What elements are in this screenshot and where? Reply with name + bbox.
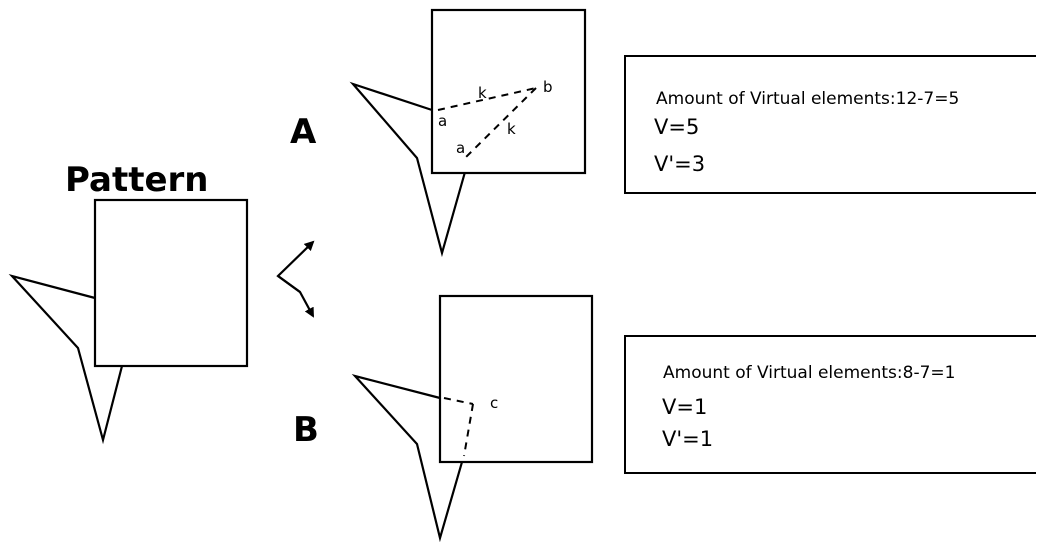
- case-b-square: [438, 294, 594, 464]
- arrow-up-icon: [276, 240, 315, 293]
- case-b-vertex-c: c: [490, 394, 498, 412]
- case-a-info-line1: Amount of Virtual elements:12-7=5: [656, 89, 960, 109]
- case-b-group: B c: [293, 294, 1036, 542]
- pattern-group: Pattern: [8, 160, 249, 445]
- case-a-vertex-a2: a: [456, 139, 465, 157]
- case-b-virtual-edge-top: [443, 397, 474, 405]
- case-a-triangle: [349, 81, 467, 258]
- case-a-virtual-edge-top: [437, 87, 537, 111]
- case-a-vertex-a1: a: [438, 112, 447, 130]
- case-b-label: B: [293, 410, 319, 450]
- case-b-info-line2: V=1: [662, 395, 708, 419]
- pattern-triangle: [8, 273, 124, 445]
- case-a-virtual-edge-diag: [464, 87, 537, 159]
- pattern-title: Pattern: [65, 160, 209, 200]
- case-b-virtual-edge-down: [463, 403, 474, 457]
- branch-arrows: [276, 240, 315, 318]
- case-a-info-box: [624, 55, 1036, 194]
- case-a-vertex-b: b: [543, 78, 553, 96]
- pattern-square: [93, 198, 249, 368]
- case-a-info-line2: V=5: [654, 115, 700, 139]
- case-b-info-line1: Amount of Virtual elements:8-7=1: [663, 363, 956, 383]
- case-b-info-line3: V'=1: [662, 427, 714, 451]
- case-a-edge-k1: k: [478, 84, 487, 102]
- case-a-edge-k2: k: [507, 120, 516, 138]
- case-a-label: A: [290, 112, 317, 152]
- arrow-down-icon: [277, 275, 314, 318]
- case-a-group: A a a b k k: [290, 8, 1036, 258]
- case-a-info-line3: V'=3: [654, 152, 706, 176]
- case-b-info-box: [624, 335, 1036, 474]
- case-b-triangle: [351, 374, 464, 542]
- case-a-square: [430, 8, 587, 175]
